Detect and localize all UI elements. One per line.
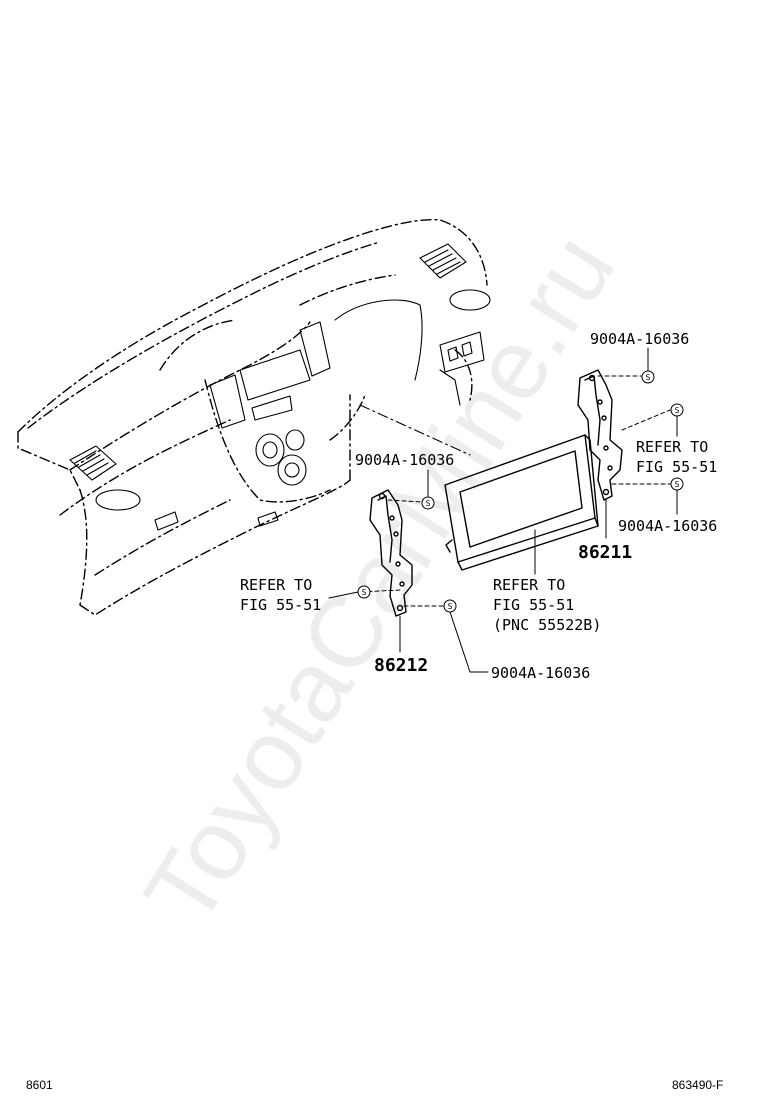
label-refer-center: REFER TO FIG 55-51 (PNC 55522B) <box>493 576 602 634</box>
label-refer-left: REFER TO FIG 55-51 <box>240 576 322 614</box>
svg-text:S: S <box>675 406 680 415</box>
svg-text:S: S <box>646 373 651 382</box>
leader-screw-b <box>621 409 671 431</box>
part-number-86211: 86211 <box>578 542 633 563</box>
label-bolt-center: 9004A-16036 <box>355 451 455 469</box>
screw-symbol-e: S <box>357 585 371 599</box>
part-number-86212: 86212 <box>374 655 429 676</box>
label-refer-right: REFER TO FIG 55-51 <box>636 438 718 476</box>
label-bolt-right-lower: 9004A-16036 <box>618 517 718 535</box>
leader-screw-d <box>387 499 423 503</box>
svg-text:S: S <box>362 588 367 597</box>
display-panel <box>444 434 599 571</box>
leader-dashboard-panel <box>359 404 471 456</box>
footer-left-code: 8601 <box>26 1078 53 1092</box>
dashboard-details <box>69 243 491 531</box>
label-bolt-bottom: 9004A-16036 <box>491 664 591 682</box>
svg-text:S: S <box>448 602 453 611</box>
screw-symbol-a: S <box>641 370 655 384</box>
screw-symbol-f: S <box>443 599 457 613</box>
leader-label-bottom <box>449 611 489 673</box>
dashboard-outline <box>17 218 488 616</box>
bracket-86212 <box>369 489 413 617</box>
leader-label-refer-left <box>328 591 359 599</box>
screw-symbol-d: S <box>421 496 435 510</box>
svg-text:S: S <box>426 499 431 508</box>
bracket-86211 <box>577 369 623 501</box>
svg-text:S: S <box>675 480 680 489</box>
footer-right-code: 863490-F <box>672 1078 724 1092</box>
screw-symbol-b: S <box>670 403 684 417</box>
label-bolt-top-right: 9004A-16036 <box>590 330 690 348</box>
screw-symbol-c: S <box>670 477 684 491</box>
